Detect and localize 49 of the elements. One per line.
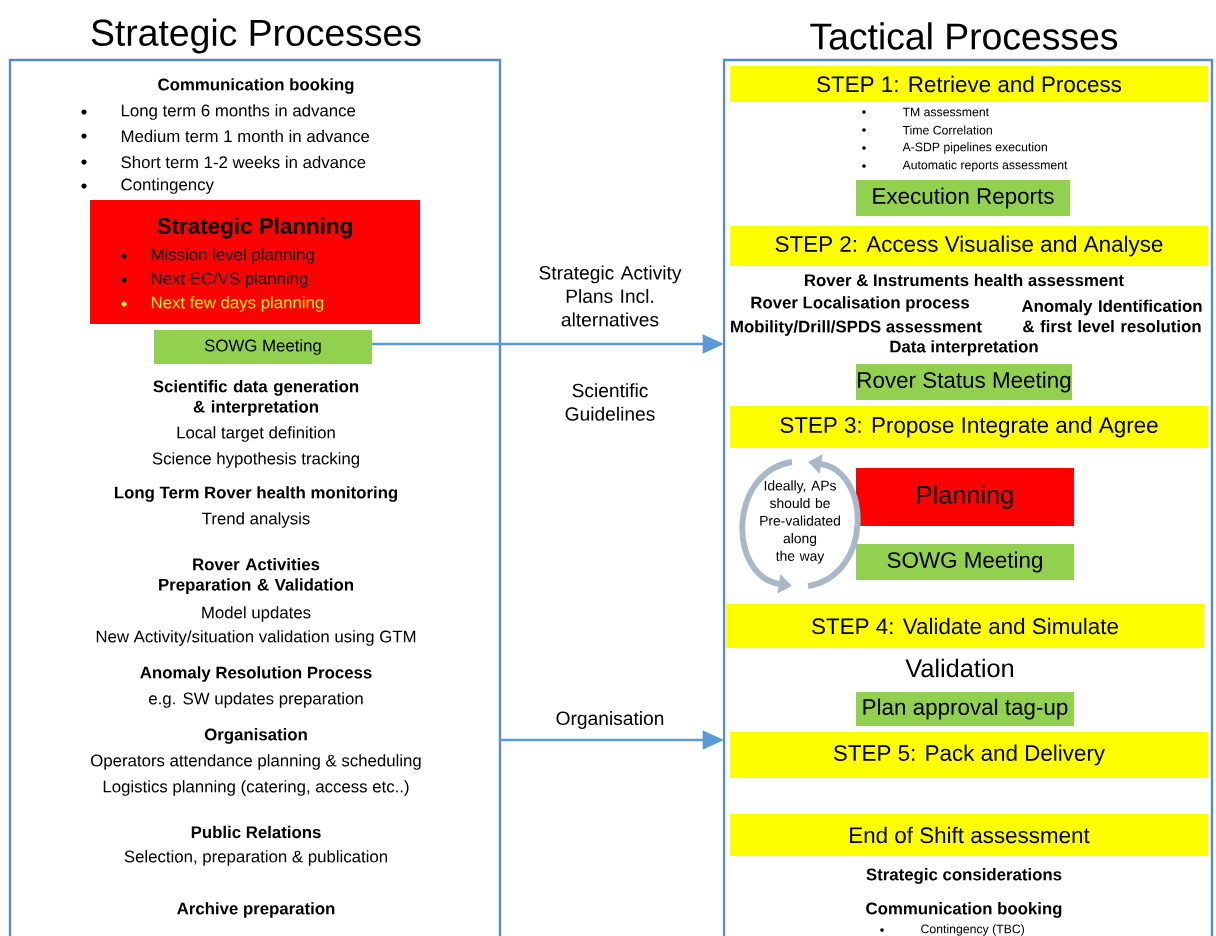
- list-item: Long term 6 months in advance: [121, 104, 356, 120]
- meeting-box: Execution Reports: [856, 180, 1070, 216]
- meeting-box: Plan approval tag-up: [856, 692, 1074, 726]
- section-heading: Long Term Rover health monitoring: [114, 486, 398, 502]
- body-text: Data interpretation: [890, 340, 1038, 356]
- annotation-text: Scientific Guidelines: [565, 383, 655, 421]
- meeting-box: Rover Status Meeting: [856, 364, 1072, 400]
- body-text: Science hypothesis tracking: [152, 452, 360, 468]
- edge-label: Organisation: [556, 711, 664, 729]
- body-text: Operators attendance planning & scheduling: [91, 754, 421, 770]
- list-item: Medium term 1 month in advance: [121, 129, 370, 143]
- panel-heading: Strategic Processes: [91, 18, 421, 54]
- body-text: Communication booking: [866, 902, 1062, 918]
- step-band: STEP 3: Propose Integrate and Agree: [730, 406, 1208, 448]
- step-band: STEP 4: Validate and Simulate: [726, 604, 1204, 648]
- list-item: Short term 1-2 weeks in advance: [121, 155, 366, 169]
- section-heading: Anomaly Resolution Process: [140, 666, 372, 682]
- body-text: e.g. SW updates preparation: [149, 692, 363, 708]
- list-item: Next EC/VS planning: [151, 272, 308, 288]
- body-text: Selection, preparation & publication: [124, 850, 387, 866]
- section-heading: Public Relations: [191, 825, 321, 839]
- body-text: Validation: [905, 658, 1014, 678]
- body-text: Rover Localisation process: [751, 296, 969, 312]
- section-heading: Archive preparation: [177, 902, 335, 918]
- section-heading: Communication booking: [158, 78, 354, 94]
- body-text: Mobility/Drill/SPDS assessment: [731, 320, 982, 336]
- section-heading: Scientific data generation & interpretation: [153, 380, 359, 416]
- body-text: New Activity/situation validation using GTM: [96, 630, 416, 646]
- step-band: End of Shift assessment: [730, 814, 1208, 856]
- section-heading: Organisation: [204, 728, 307, 744]
- meeting-box: SOWG Meeting: [856, 544, 1074, 580]
- body-text: Local target definition: [177, 426, 335, 442]
- list-item: Contingency: [121, 178, 214, 194]
- section-heading: Rover Activities Preparation & Validation: [159, 558, 353, 594]
- body-text: Anomaly Identification & first level resolution: [1021, 299, 1202, 333]
- meeting-box: SOWG Meeting: [154, 330, 372, 364]
- body-text: Rover & Instruments health assessment: [805, 273, 1124, 287]
- body-text: Model updates: [202, 606, 311, 622]
- list-item: Next few days planning: [151, 296, 324, 312]
- panel-heading: Tactical Processes: [810, 22, 1118, 50]
- planning-box: Planning: [856, 468, 1074, 526]
- body-text: Trend analysis: [202, 512, 310, 528]
- body-text: Logistics planning (catering, access etc..): [103, 780, 409, 796]
- edge-label: Strategic Activity Plans Incl. alternatives: [539, 265, 682, 327]
- body-text: Strategic considerations: [866, 868, 1062, 884]
- list-item: Mission level planning: [151, 248, 314, 264]
- step-band: STEP 2: Access Visualise and Analyse: [730, 226, 1208, 266]
- step-band: STEP 5: Pack and Delivery: [730, 732, 1208, 778]
- step-band: STEP 1: Retrieve and Process: [730, 66, 1208, 102]
